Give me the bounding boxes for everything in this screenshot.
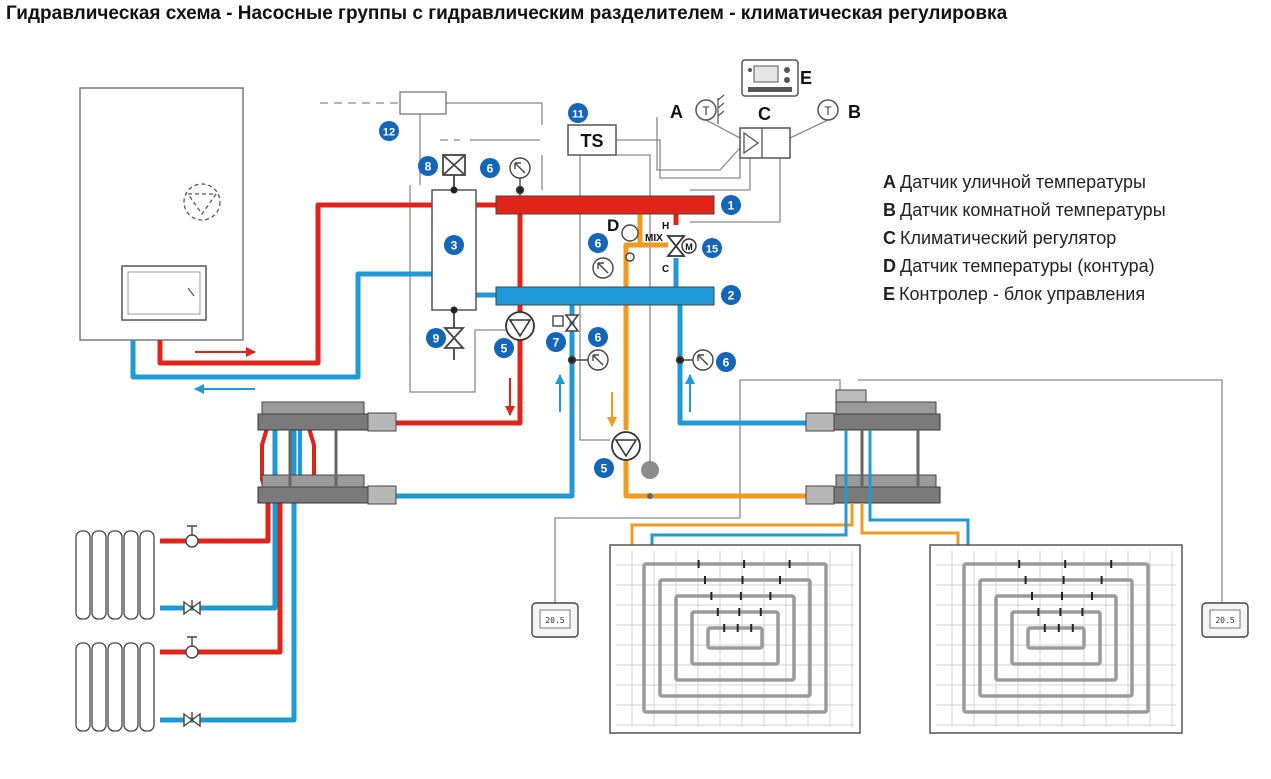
svg-text:7: 7	[553, 336, 560, 350]
svg-text:15: 15	[706, 244, 718, 256]
marker-5: 5	[494, 338, 514, 358]
balancing-valve-icon	[552, 314, 580, 332]
flow-arrows	[194, 347, 695, 427]
svg-text:6: 6	[595, 237, 602, 251]
radiator-manifold	[257, 401, 397, 505]
outdoor-sensor-a: T	[695, 94, 725, 124]
svg-text:12: 12	[383, 127, 395, 139]
thermostat-readout: 20.5	[545, 616, 564, 625]
legend-key: D	[883, 256, 896, 276]
thermometer-icons	[509, 157, 714, 371]
pump-icon	[505, 311, 535, 341]
legend-key: E	[883, 284, 896, 304]
mixing-valve-icon: M	[666, 235, 697, 257]
radiator-lower	[75, 642, 155, 732]
legend-text: Климатический регулятор	[900, 228, 1117, 248]
marker-6: 6	[480, 158, 500, 178]
supply-header-bar	[495, 195, 715, 215]
boiler	[79, 87, 244, 341]
drain-valve-icon	[442, 327, 466, 349]
svg-text:5: 5	[501, 342, 508, 356]
room-sensor-b: T	[817, 99, 839, 121]
signal-wiring	[320, 102, 1223, 605]
svg-text:6: 6	[487, 162, 494, 176]
marker-3: 3	[444, 235, 464, 255]
legend-key: A	[883, 172, 896, 192]
climate-regulator-c	[739, 127, 791, 159]
legend-key: C	[883, 228, 896, 248]
label-b: B	[848, 102, 861, 122]
marker-5: 5	[594, 458, 614, 478]
ts-box	[567, 124, 617, 156]
ufh-return-pipe	[677, 305, 838, 426]
legend-text: Датчик уличной температуры	[900, 172, 1146, 192]
label-mix: MIX	[645, 233, 663, 244]
svg-text:3: 3	[451, 239, 458, 253]
marker-7: 7	[546, 332, 566, 352]
controller-e	[741, 59, 799, 97]
numbered-markers: 1 2 3 5 5 6 6 6 6 7 8 9 11 12 15	[379, 103, 741, 478]
temperature-probe	[641, 461, 659, 479]
marker-6: 6	[588, 327, 608, 347]
label-c-port: C	[662, 264, 669, 275]
svg-text:6: 6	[723, 356, 730, 370]
label-a: A	[670, 102, 683, 122]
supply-to-manifold-pipe	[396, 213, 523, 426]
svg-text:9: 9	[433, 332, 440, 346]
label-e: E	[800, 68, 812, 88]
return-header-bar	[495, 286, 715, 306]
t-symbol: T	[702, 104, 710, 118]
room-thermostat-left: 20.5	[531, 602, 579, 638]
label-d: D	[607, 216, 619, 235]
marker-11: 11	[568, 103, 588, 123]
air-vent-icon	[442, 154, 466, 176]
page-title: Гидравлическая схема - Насосные группы с…	[6, 3, 1008, 24]
legend-key: B	[883, 200, 896, 220]
legend-text: Датчик температуры (контура)	[900, 256, 1155, 276]
underfloor-manifold	[805, 389, 941, 505]
component-labels: A B C E D MIX H C	[607, 68, 861, 275]
legend-text: Контролер - блок управления	[899, 284, 1146, 304]
svg-text:1: 1	[728, 199, 735, 213]
svg-text:11: 11	[572, 109, 584, 121]
t-symbol: T	[824, 104, 832, 118]
boiler-pump-icon	[183, 183, 221, 221]
svg-text:2: 2	[728, 289, 735, 303]
marker-6: 6	[716, 352, 736, 372]
label-c: C	[758, 104, 771, 124]
circuit-sensor-d	[621, 224, 639, 242]
marker-2: 2	[721, 285, 741, 305]
ts-label: TS	[580, 131, 603, 151]
marker-6: 6	[588, 233, 608, 253]
svg-text:6: 6	[595, 331, 602, 345]
pump-icon	[611, 431, 641, 461]
radiator-upper	[75, 530, 155, 620]
m-label: M	[685, 242, 693, 252]
sensor-box-12	[399, 91, 447, 115]
boiler-supply-pipe	[157, 202, 432, 366]
svg-text:8: 8	[425, 160, 432, 174]
return-from-manifold-pipe	[396, 305, 575, 499]
svg-text:5: 5	[601, 462, 608, 476]
marker-12: 12	[379, 121, 399, 141]
room-thermostat-right: 20.5	[1201, 602, 1249, 638]
marker-15: 15	[702, 238, 722, 258]
boiler-return-pipe	[130, 271, 432, 380]
legend-text: Датчик комнатной температуры	[900, 200, 1166, 220]
thermostat-readout: 20.5	[1215, 616, 1234, 625]
marker-1: 1	[721, 195, 741, 215]
marker-9: 9	[426, 328, 446, 348]
radiator-valves	[183, 525, 201, 728]
mixed-supply-pipe	[623, 460, 838, 499]
marker-8: 8	[418, 156, 438, 176]
floor-panels	[609, 544, 1183, 734]
label-h: H	[662, 221, 669, 232]
